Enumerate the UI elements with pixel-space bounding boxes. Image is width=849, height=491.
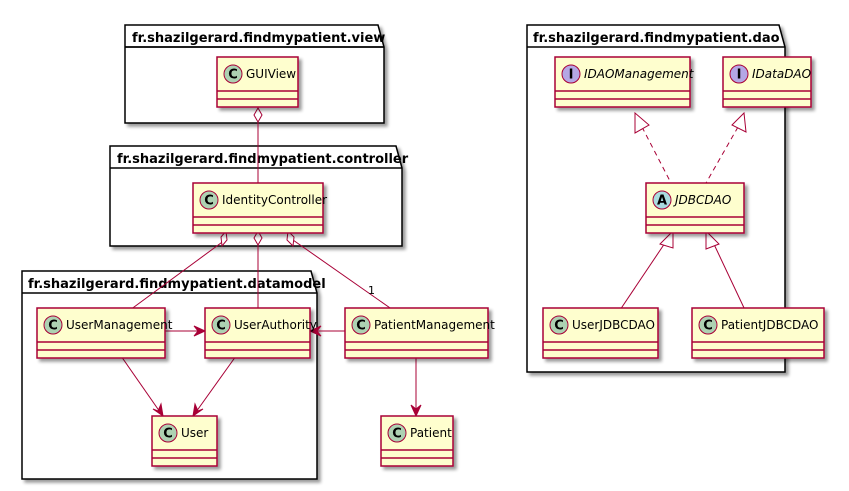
- edge-jdbcdao-patientjdbcdao: [711, 239, 746, 311]
- class-name-user-management: UserManagement: [66, 318, 173, 332]
- class-gui-view: C GUIView: [216, 56, 299, 108]
- class-name-patient-management: PatientManagement: [374, 318, 495, 332]
- class-user-jdbc-dao: C UserJDBCDAO: [542, 307, 659, 359]
- package-controller-title: fr.shazilgerard.findmypatient.controller: [117, 152, 409, 167]
- class-badge-patient-jdbc-dao: [698, 315, 718, 335]
- class-badge-patient-management: [351, 315, 371, 335]
- class-kind-patient: C: [392, 427, 402, 442]
- triangle-jdbcdao-left: [659, 229, 674, 249]
- class-name-patient-jdbc-dao: PatientJDBCDAO: [721, 318, 818, 332]
- class-user-management: C UserManagement: [36, 307, 173, 359]
- arrowhead-user-left: [152, 402, 164, 418]
- arrowhead-userauthority-right: [308, 325, 322, 337]
- class-name-jdbc-dao: JDBCDAO: [673, 193, 731, 207]
- edge-controller-usermanagement: [129, 239, 226, 311]
- edge-usermanagement-user: [120, 355, 161, 413]
- diamond-controller-userauthority: [253, 229, 263, 247]
- class-badge-jdbc-dao: [652, 190, 672, 210]
- multiplicity-patientmanagement: 1: [368, 284, 375, 297]
- class-kind-identity-controller: C: [204, 194, 214, 209]
- triangle-idaomanagement: [634, 111, 650, 134]
- class-patient-management: C PatientManagement: [344, 307, 495, 359]
- inheritance-triangles: [634, 111, 747, 250]
- edge-userauthority-user: [195, 355, 237, 413]
- edge-idaomanagement-jdbcdao: [641, 126, 672, 184]
- edge-idatadao-jdbcdao: [705, 126, 739, 184]
- triangle-idatadao: [731, 111, 747, 133]
- edge-jdbcdao-userjdbcdao: [619, 239, 668, 311]
- class-badge-user: [158, 423, 178, 443]
- class-kind-patient-jdbc-dao: C: [703, 319, 713, 334]
- relationships: [120, 121, 746, 413]
- diamond-guiview: [253, 106, 263, 124]
- class-name-user-authority: UserAuthority: [234, 318, 317, 332]
- class-patient-jdbc-dao: C PatientJDBCDAO: [691, 307, 825, 359]
- class-badge-patient: [387, 423, 407, 443]
- class-badge-gui-view: [223, 64, 243, 84]
- arrowhead-user-right: [192, 402, 204, 418]
- class-name-identity-controller: IdentityController: [222, 193, 327, 207]
- class-idao-management: I IDAOManagement: [554, 56, 695, 108]
- class-kind-jdbc-dao: A: [657, 194, 667, 209]
- diamond-controller-patientmanagement: [286, 229, 295, 248]
- class-kind-user: C: [163, 427, 173, 442]
- class-name-patient: Patient: [410, 426, 452, 440]
- class-idata-dao: I IDataDAO: [722, 56, 812, 108]
- class-kind-gui-view: C: [228, 68, 238, 83]
- class-name-idao-management: IDAOManagement: [584, 67, 695, 81]
- class-user-authority: C UserAuthority: [204, 307, 317, 359]
- class-kind-user-management: C: [48, 319, 58, 334]
- class-badge-identity-controller: [199, 190, 219, 210]
- arrow-heads: [152, 325, 422, 418]
- package-datamodel-title: fr.shazilgerard.findmypatient.datamodel: [28, 277, 326, 292]
- aggregation-diamonds: [220, 106, 295, 248]
- class-name-gui-view: GUIView: [246, 67, 296, 81]
- class-badge-idao-management: [561, 64, 581, 84]
- package-view-title: fr.shazilgerard.findmypatient.view: [132, 31, 385, 46]
- triangle-jdbcdao-right: [705, 229, 720, 250]
- class-kind-patient-management: C: [356, 319, 366, 334]
- diamond-controller-usermanagement: [220, 229, 228, 248]
- class-name-user: User: [181, 426, 208, 440]
- class-jdbc-dao: A JDBCDAO: [645, 182, 745, 234]
- arrowhead-patient: [410, 404, 422, 418]
- class-name-idata-dao: IDataDAO: [752, 67, 811, 81]
- class-badge-user-jdbc-dao: [549, 315, 569, 335]
- class-kind-idao-management: I: [569, 68, 574, 83]
- class-kind-user-authority: C: [216, 319, 226, 334]
- class-badge-user-management: [43, 315, 63, 335]
- edge-controller-patientmanagement: [292, 239, 394, 311]
- package-dao-title: fr.shazilgerard.findmypatient.dao: [533, 31, 780, 46]
- class-name-user-jdbc-dao: UserJDBCDAO: [572, 318, 655, 332]
- class-identity-controller: C IdentityController: [192, 182, 327, 234]
- class-badge-idata-dao: [729, 64, 749, 84]
- arrowhead-userauthority-left: [193, 325, 207, 337]
- class-patient: C Patient: [380, 415, 454, 467]
- class-kind-idata-dao: I: [737, 68, 742, 83]
- class-user: C User: [151, 415, 218, 467]
- class-kind-user-jdbc-dao: C: [554, 319, 564, 334]
- class-badge-user-authority: [211, 315, 231, 335]
